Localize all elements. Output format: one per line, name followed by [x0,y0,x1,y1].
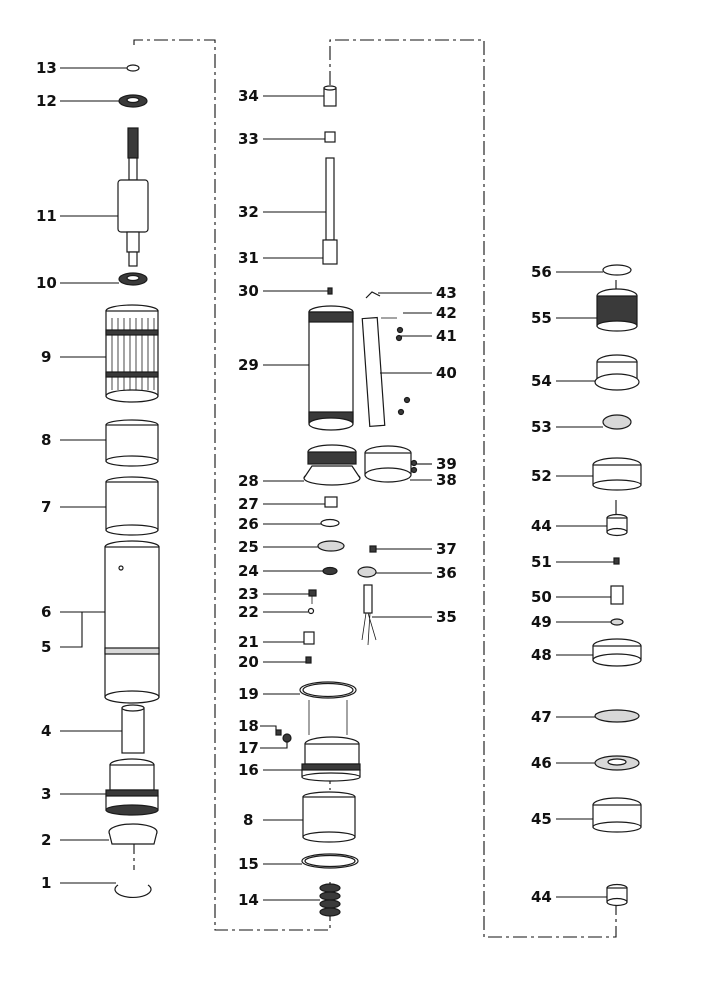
label-12: 12 [36,92,57,110]
label-1: 1 [41,874,51,892]
middle-column-parts [275,85,418,917]
label-28: 28 [238,472,259,490]
right-labels: 56 55 54 53 52 44 51 50 49 48 47 46 45 4… [531,263,614,906]
label-44-upper: 44 [531,517,552,535]
label-34: 34 [238,87,259,105]
label-33: 33 [238,130,259,148]
label-46: 46 [531,754,552,772]
label-8: 8 [41,431,51,449]
label-42: 42 [436,304,457,322]
label-30: 30 [238,282,259,300]
label-3: 3 [41,785,51,803]
label-47: 47 [531,708,552,726]
label-21: 21 [238,633,259,651]
middle-labels: 34 33 32 31 30 29 28 27 26 25 24 23 22 2… [238,87,328,909]
label-19: 19 [238,685,259,703]
label-49: 49 [531,613,552,631]
label-31: 31 [238,249,259,267]
label-22: 22 [238,603,259,621]
label-45: 45 [531,810,552,828]
label-27: 27 [238,495,259,513]
label-26: 26 [238,515,259,533]
label-44-lower: 44 [531,888,552,906]
right-column-parts [592,264,642,907]
label-15: 15 [238,855,259,873]
label-2: 2 [41,831,51,849]
label-35: 35 [436,608,457,626]
label-32: 32 [238,203,259,221]
label-43: 43 [436,284,457,302]
label-9: 9 [41,348,51,366]
label-36: 36 [436,564,457,582]
label-53: 53 [531,418,552,436]
label-14: 14 [238,891,259,909]
label-23: 23 [238,585,259,603]
label-55: 55 [531,309,552,327]
label-51: 51 [531,553,552,571]
label-17: 17 [238,739,259,757]
middle-right-labels: 43 42 41 40 39 38 37 36 35 [372,284,457,626]
label-24: 24 [238,562,259,580]
label-4: 4 [41,722,51,740]
label-52: 52 [531,467,552,485]
label-56: 56 [531,263,552,281]
label-18: 18 [238,717,259,735]
label-11: 11 [36,207,57,225]
label-6: 6 [41,603,51,621]
label-29: 29 [238,356,259,374]
label-37: 37 [436,540,457,558]
label-20: 20 [238,653,259,671]
label-10: 10 [36,274,57,292]
label-5: 5 [41,638,51,656]
label-38: 38 [436,471,457,489]
label-41: 41 [436,327,457,345]
label-39: 39 [436,455,457,473]
label-16: 16 [238,761,259,779]
label-25: 25 [238,538,259,556]
label-8-middle: 8 [243,811,253,829]
label-40: 40 [436,364,457,382]
label-7: 7 [41,498,51,516]
left-labels: 13 12 11 10 9 8 7 6 5 4 3 2 1 [36,59,127,892]
label-48: 48 [531,646,552,664]
label-13: 13 [36,59,57,77]
left-column-parts [104,64,160,899]
assembly-path [133,39,617,938]
label-54: 54 [531,372,552,390]
label-50: 50 [531,588,552,606]
